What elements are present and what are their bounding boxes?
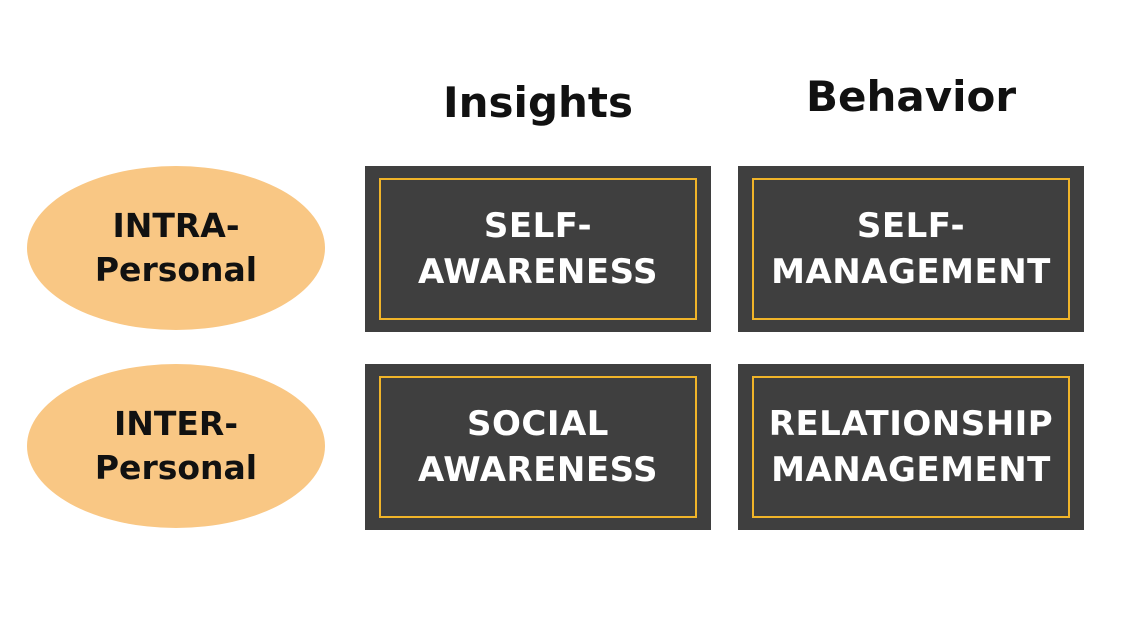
cell-text: AWARENESS bbox=[417, 252, 659, 292]
row-label-line: INTER- bbox=[113, 404, 239, 443]
cell-self-awareness: SELF- AWARENESS bbox=[365, 166, 711, 332]
cell-text: AWARENESS bbox=[417, 450, 659, 490]
cell-self-management: SELF- MANAGEMENT bbox=[738, 166, 1084, 332]
cell-text: MANAGEMENT bbox=[771, 252, 1051, 292]
row-label-interpersonal: INTER- Personal bbox=[27, 364, 325, 528]
header-insights: Insights bbox=[443, 78, 633, 127]
header-behavior: Behavior bbox=[805, 72, 1017, 121]
row-label-line: INTRA- bbox=[112, 206, 240, 245]
cell-text: SOCIAL bbox=[467, 404, 609, 444]
cell-social-awareness: SOCIAL AWARENESS bbox=[365, 364, 711, 530]
row-label-intrapersonal: INTRA- Personal bbox=[27, 166, 325, 330]
cell-relationship-management: RELATIONSHIP MANAGEMENT bbox=[738, 364, 1084, 530]
cell-text: RELATIONSHIP bbox=[768, 404, 1054, 444]
cell-text: MANAGEMENT bbox=[771, 450, 1051, 490]
cell-text: SELF- bbox=[856, 206, 966, 246]
row-label-line: Personal bbox=[94, 448, 258, 487]
cell-text: SELF- bbox=[483, 206, 593, 246]
row-label-line: Personal bbox=[94, 250, 258, 289]
